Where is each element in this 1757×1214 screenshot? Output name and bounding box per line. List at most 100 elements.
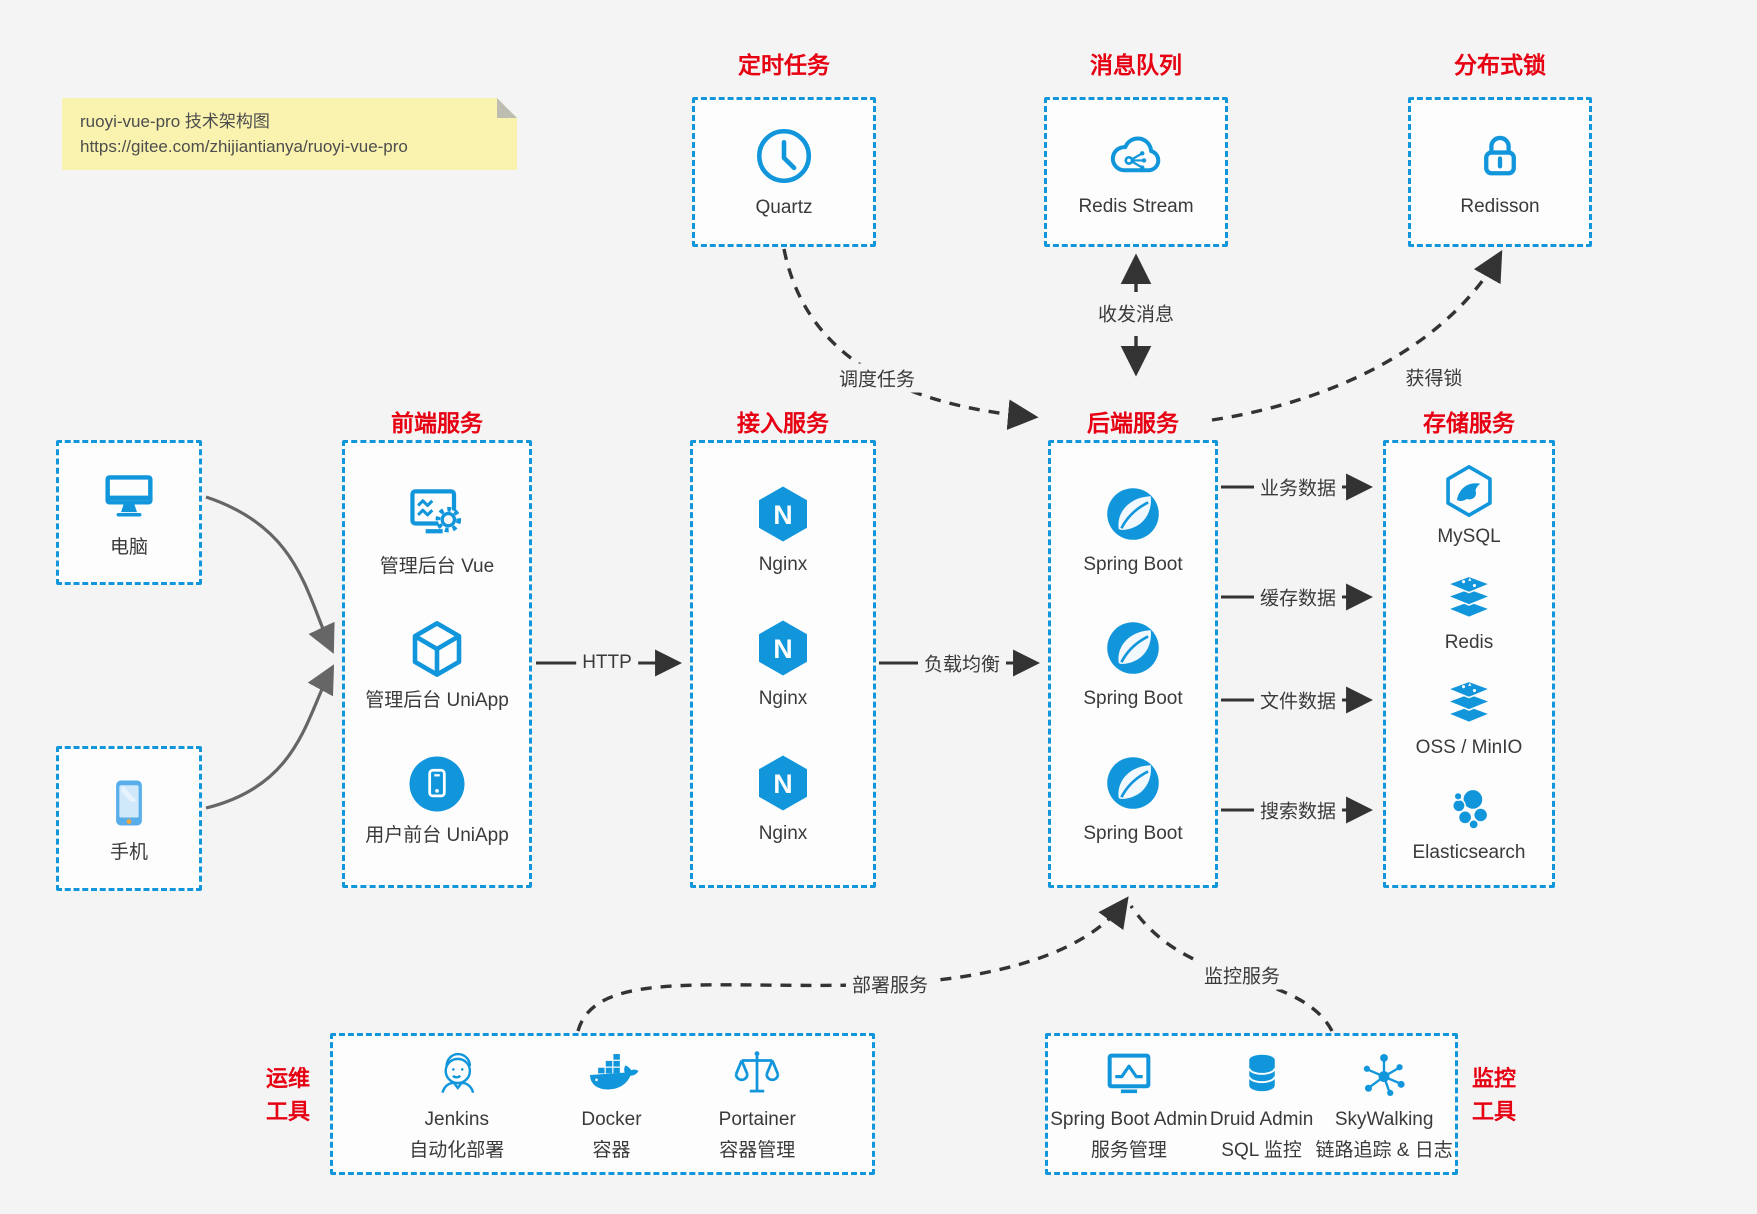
computer-box: 电脑	[56, 440, 202, 585]
monitor-tools-box: Spring Boot Admin 服务管理 Druid Admin SQL 监…	[1045, 1033, 1458, 1175]
redis-stream-label: Redis Stream	[1078, 196, 1194, 218]
group-title-message-queue: 消息队列	[1090, 52, 1182, 78]
spring-boot-label: Spring Boot	[1083, 688, 1183, 710]
spring-boot-icon	[1107, 756, 1159, 809]
redisson-node: Redisson	[1460, 124, 1540, 220]
spring-boot-admin-icon	[1107, 1053, 1151, 1094]
nginx-node-1: N Nginx	[751, 482, 815, 578]
spring-boot-admin-name: Spring Boot Admin	[1050, 1109, 1208, 1131]
admin-uniapp-node: 管理后台 UniApp	[365, 616, 509, 714]
mysql-label: MySQL	[1437, 526, 1501, 548]
computer-label: 电脑	[109, 536, 148, 558]
cloud-mq-icon	[1110, 136, 1161, 173]
spring-boot-admin-node: Spring Boot Admin 服务管理	[1050, 1046, 1208, 1162]
quartz-label: Quartz	[755, 197, 813, 219]
portainer-node: Portainer 容器管理	[719, 1046, 796, 1162]
skywalking-icon	[1363, 1054, 1405, 1097]
ops-tools-box: Jenkins 自动化部署 Docker 容器	[330, 1033, 875, 1175]
admin-uniapp-label: 管理后台 UniApp	[365, 690, 509, 712]
nginx-node-3: N Nginx	[751, 751, 815, 847]
edge-label-send-receive-message: 收发消息	[1091, 298, 1181, 328]
jenkins-node: Jenkins 自动化部署	[409, 1046, 504, 1162]
jenkins-desc: 自动化部署	[409, 1139, 505, 1161]
redis-stream-box: Redis Stream	[1044, 97, 1228, 247]
nginx-label: Nginx	[758, 822, 808, 844]
edge-label-cache-data: 缓存数据	[1253, 582, 1343, 612]
gateway-box: N Nginx N Nginx N Nginx	[690, 440, 876, 888]
edge-computer-frontend	[205, 495, 335, 654]
group-title-gateway: 接入服务	[737, 410, 829, 436]
nginx-node-2: N Nginx	[751, 616, 815, 712]
spring-boot-node-2: Spring Boot	[1083, 616, 1183, 712]
user-uniapp-node: 用户前台 UniApp	[365, 751, 509, 849]
quartz-box: Quartz	[692, 97, 876, 247]
nginx-label: Nginx	[758, 688, 808, 710]
admin-vue-icon	[410, 488, 462, 534]
backend-box: Spring Boot Spring Boot Spring Boot	[1048, 440, 1218, 888]
jenkins-name: Jenkins	[424, 1109, 489, 1131]
sticky-note: ruoyi-vue-pro 技术架构图 https://gitee.com/zh…	[62, 98, 517, 170]
edge-acquire-lock	[1211, 250, 1503, 422]
note-title: ruoyi-vue-pro 技术架构图	[80, 112, 270, 131]
elasticsearch-icon	[1451, 788, 1489, 830]
note-url: https://gitee.com/zhijiantianya/ruoyi-vu…	[80, 136, 408, 156]
ops-tools-side-label: 运维 工具	[248, 1062, 328, 1128]
spring-boot-label: Spring Boot	[1083, 822, 1183, 844]
clock-icon	[756, 129, 812, 184]
nginx-icon: N	[759, 486, 807, 542]
edge-label-deploy-service: 部署服务	[845, 969, 935, 999]
ops-tools-side-label-line2: 工具	[265, 1099, 310, 1124]
docker-name: Docker	[581, 1109, 642, 1131]
group-title-scheduled-task: 定时任务	[738, 52, 830, 78]
phone-box: 手机	[56, 746, 202, 891]
spring-boot-icon	[1107, 487, 1159, 540]
lock-icon	[1484, 135, 1516, 176]
spring-boot-icon	[1107, 622, 1159, 674]
group-title-distributed-lock: 分布式锁	[1454, 52, 1546, 78]
edge-label-search-data: 搜索数据	[1253, 795, 1343, 825]
monitor-tools-side-label-line2: 工具	[1472, 1099, 1517, 1124]
redis-label: Redis	[1444, 631, 1494, 653]
elasticsearch-node: Elasticsearch	[1413, 780, 1526, 866]
portainer-icon	[734, 1051, 780, 1093]
svg-text:N: N	[773, 500, 792, 530]
skywalking-desc: 链路追踪 & 日志	[1315, 1139, 1453, 1161]
spring-boot-label: Spring Boot	[1083, 553, 1183, 575]
redis-stream-node: Redis Stream	[1078, 124, 1194, 220]
admin-vue-node: 管理后台 Vue	[380, 480, 494, 580]
phone-node: 手机	[100, 772, 158, 866]
druid-admin-name: Druid Admin	[1209, 1109, 1314, 1131]
monitor-tools-side-label-line1: 监控	[1472, 1066, 1517, 1091]
redis-node: Redis	[1440, 570, 1498, 656]
redis-icon	[1445, 574, 1493, 618]
skywalking-name: SkyWalking	[1334, 1109, 1434, 1131]
docker-desc: 容器	[592, 1139, 631, 1161]
docker-node: Docker 容器	[580, 1046, 642, 1162]
nginx-label: Nginx	[758, 553, 808, 575]
user-app-icon	[409, 756, 465, 812]
druid-admin-node: Druid Admin SQL 监控	[1209, 1046, 1314, 1162]
group-title-frontend: 前端服务	[391, 410, 483, 436]
skywalking-node: SkyWalking 链路追踪 & 日志	[1316, 1046, 1453, 1162]
druid-admin-desc: SQL 监控	[1221, 1139, 1302, 1161]
jenkins-icon	[441, 1053, 475, 1094]
edge-label-monitor-service: 监控服务	[1197, 960, 1287, 990]
computer-node: 电脑	[97, 465, 161, 561]
group-title-storage: 存储服务	[1423, 410, 1515, 436]
edge-phone-frontend	[205, 664, 335, 810]
portainer-name: Portainer	[718, 1109, 796, 1131]
cube-icon	[412, 621, 462, 678]
desktop-icon	[105, 474, 153, 517]
edge-label-load-balance: 负载均衡	[917, 648, 1007, 678]
edge-label-acquire-lock: 获得锁	[1399, 362, 1469, 392]
druid-database-icon	[1247, 1054, 1276, 1092]
spring-boot-admin-desc: 服务管理	[1090, 1139, 1167, 1161]
svg-text:N: N	[773, 634, 792, 664]
portainer-desc: 容器管理	[719, 1139, 796, 1161]
spring-boot-node-3: Spring Boot	[1083, 751, 1183, 847]
admin-vue-label: 管理后台 Vue	[379, 555, 495, 577]
edge-label-schedule-task: 调度任务	[832, 363, 922, 393]
docker-icon	[590, 1054, 639, 1090]
nginx-icon: N	[759, 620, 807, 676]
